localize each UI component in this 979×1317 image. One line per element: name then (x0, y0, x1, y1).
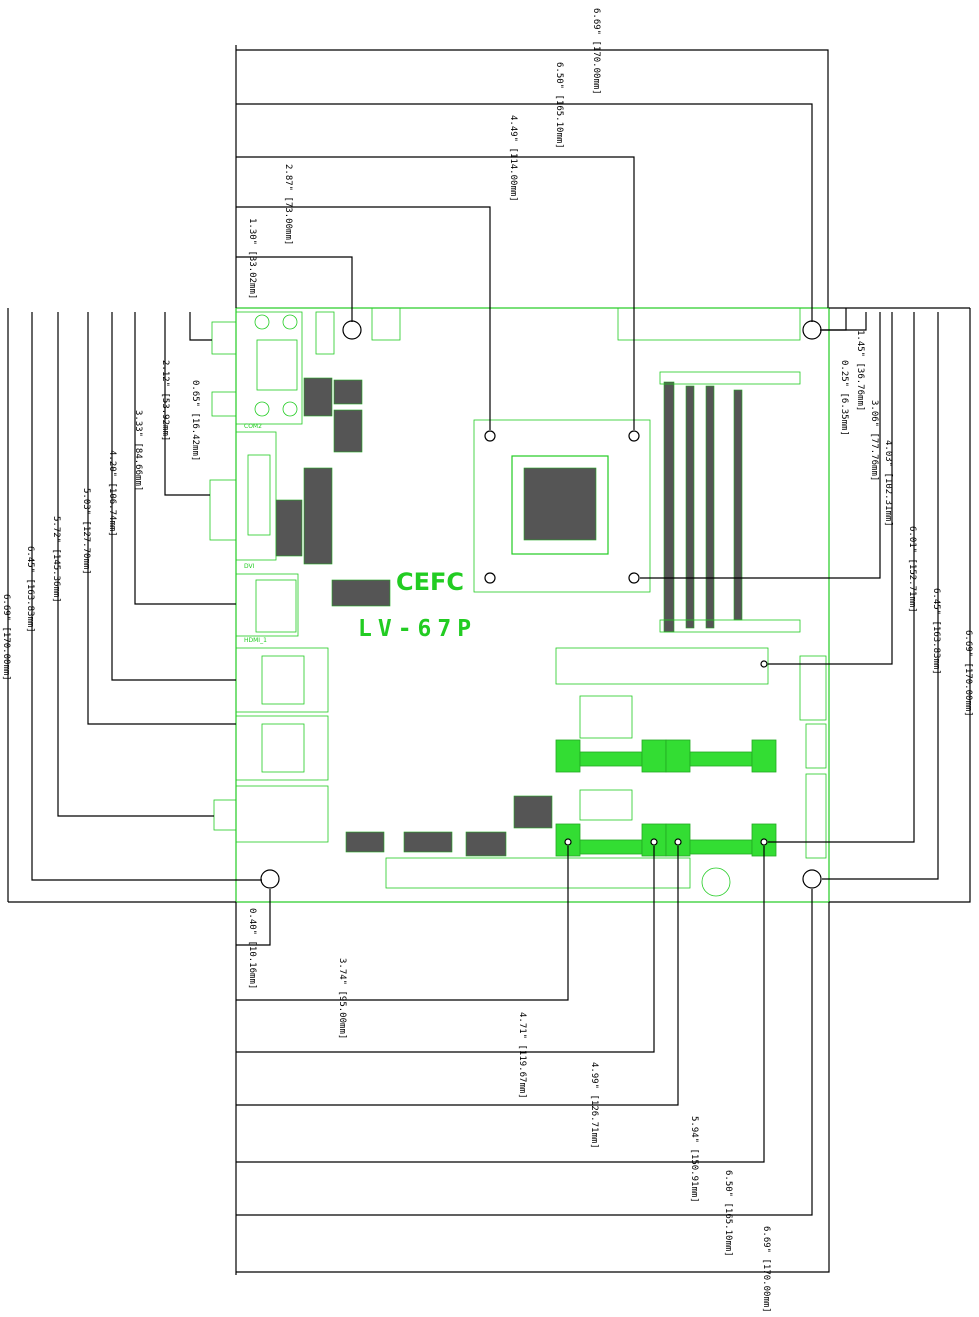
dim-label-left-2: 2.12" [53.92mm] (160, 360, 170, 441)
top-pin-header (315, 307, 801, 355)
expansion-slots (555, 647, 777, 857)
mounting-hole-top-left (342, 320, 362, 340)
cpu-hole-4 (628, 572, 640, 584)
dim-label-left-1: 0.65" [16.42mm] (190, 380, 200, 461)
dim-label-right-5: 6.01" [152.71mm] (907, 526, 917, 613)
dim-label-bottom-5: 5.94" [150.91mm] (689, 1116, 699, 1203)
dim-label-left-3: 3.33" [84.66mm] (133, 410, 143, 491)
dim-label-bottom-2: 3.74" [95.00mm] (337, 958, 347, 1039)
dim-label-left-7: 6.45" [163.83mm] (25, 546, 35, 633)
dim-label-top-2: 6.50" [165.10mm] (554, 62, 564, 149)
label-com2: COM2 (244, 423, 262, 430)
cpu-socket (473, 419, 651, 593)
dim-label-bottom-1: 0.40" [10.16mm] (247, 908, 257, 989)
slot-hole-3 (650, 838, 658, 846)
cpu-hole-2 (628, 430, 640, 442)
dim-label-bottom-4: 4.99" [126.71mm] (589, 1062, 599, 1149)
dimensions-bottom (236, 846, 830, 1273)
label-hdmi: HDMI_1 (244, 637, 267, 644)
dim-label-right-1: 0.25" [6.35mm] (839, 360, 849, 436)
slot-hole-5 (760, 838, 768, 846)
dimensions-top (236, 49, 829, 430)
label-dvi: DVI (244, 563, 255, 570)
board-components (275, 377, 827, 897)
dim-label-left-8: 6.69" [170.00mm] (1, 594, 11, 681)
cpu-hole-3 (484, 572, 496, 584)
dim-label-bottom-7: 6.69" [170.00mm] (761, 1226, 771, 1313)
rear-io-ports: COM2 DVI HDMI_1 (209, 311, 329, 843)
dim-label-bottom-3: 4.71" [119.67mm] (517, 1012, 527, 1099)
dim-label-right-6: 6.45" [163.83mm] (931, 588, 941, 675)
dim-label-left-6: 5.72" [145.36mm] (51, 516, 61, 603)
board-model-name: LV-67P (358, 616, 477, 642)
dim-label-left-4: 4.20" [106.74mm] (107, 450, 117, 537)
certification-marks: CEFC (396, 568, 464, 596)
slot-hole-4 (674, 838, 682, 846)
dimension-labels-top: 6.69" [170.00mm] 6.50" [165.10mm] 4.49" … (247, 8, 601, 299)
mounting-hole-top-right (802, 320, 822, 340)
dim-label-top-1: 6.69" [170.00mm] (591, 8, 601, 95)
dim-label-left-5: 5.03" [127.70mm] (81, 488, 91, 575)
dimension-labels-right: 0.25" [6.35mm] 1.45" [36.76mm] 3.06" [77… (839, 330, 973, 717)
dim-label-top-3: 4.49" [114.00mm] (508, 115, 518, 202)
mounting-hole-bottom-right (802, 869, 822, 889)
dimensions-right (640, 308, 971, 903)
dim-label-right-3: 3.06" [77.76mm] (869, 400, 879, 481)
slot-hole-2 (564, 838, 572, 846)
mounting-hole-bottom-left (260, 869, 280, 889)
dim-label-right-4: 4.03" [102.31mm] (883, 440, 893, 527)
dim-label-top-4: 2.87" [73.00mm] (283, 164, 293, 245)
cpu-hole-1 (484, 430, 496, 442)
dimension-labels-bottom: 0.40" [10.16mm] 3.74" [95.00mm] 4.71" [1… (247, 908, 771, 1313)
pcb-board: COM2 DVI HDMI_1 (209, 307, 830, 903)
dimensions-left (7, 308, 262, 902)
dimension-labels-left: 0.65" [16.42mm] 2.12" [53.92mm] 3.33" [8… (1, 360, 200, 681)
memory-slots (659, 371, 801, 633)
dim-label-top-5: 1.30" [33.02mm] (247, 218, 257, 299)
slot-hole-1 (760, 660, 768, 668)
dim-label-right-2: 1.45" [36.76mm] (855, 330, 865, 411)
dim-label-bottom-6: 6.50" [165.10mm] (723, 1170, 733, 1257)
dim-label-right-7: 6.69" [170.00mm] (963, 630, 973, 717)
